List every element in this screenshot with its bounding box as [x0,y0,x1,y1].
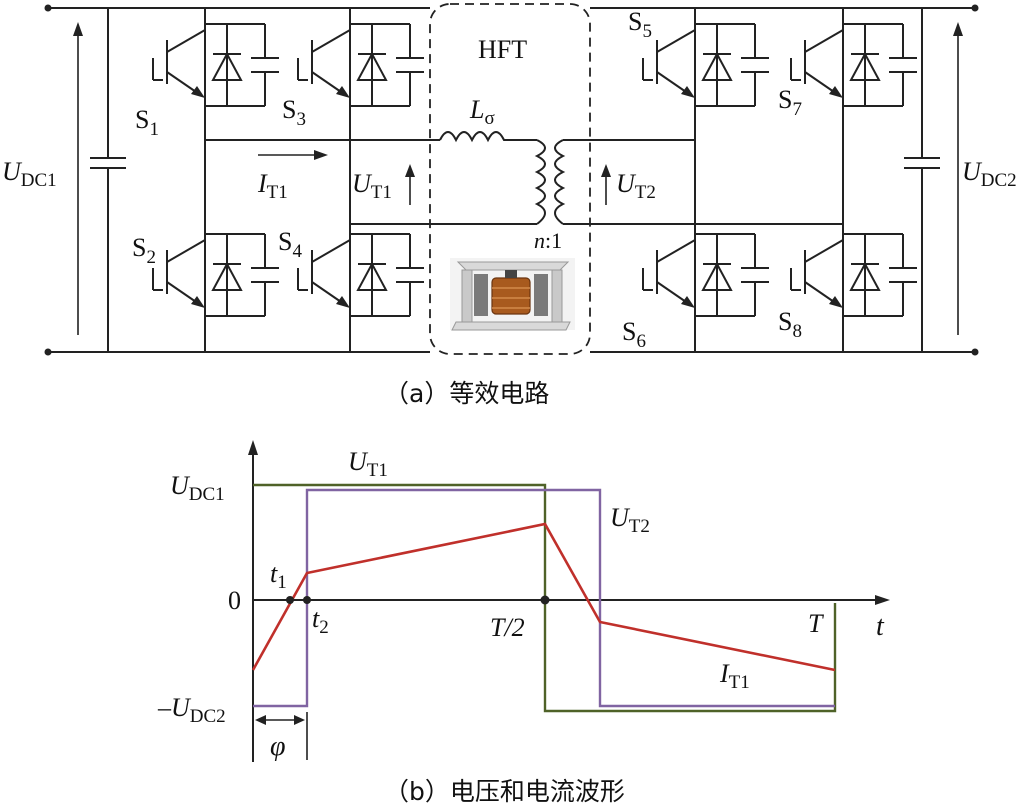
it1-wave-label: IT1 [719,659,750,693]
phi-bracket [252,712,308,760]
ut1-label: UT1 [352,169,392,203]
igbt-switch-2 [152,233,279,317]
igbt-switch-3 [297,23,424,107]
leakage-inductor [439,131,513,143]
half-period-label: T/2 [490,613,525,642]
igbt-switch-6 [642,233,769,317]
igbt-switch-1 [152,23,279,107]
transformer-photo [450,258,575,331]
t-axis-label: t [876,611,885,642]
ut2-waveform [253,488,835,708]
ut1-arrow [405,164,415,205]
terminal-dot [44,4,52,12]
terminal-dot [971,348,979,356]
dc-capacitor-left [90,8,126,352]
ut2-wave-label: UT2 [610,503,650,537]
switch-label-8: S8 [778,307,802,342]
switch-label-6: S6 [622,317,646,352]
current-arrow [258,150,328,160]
it1-label: IT1 [257,169,288,203]
udc1-label: UDC1 [2,157,57,191]
terminal-dot [44,348,52,356]
t2-label: t2 [312,604,329,638]
terminal-dot [971,4,979,12]
ut2-label: UT2 [616,169,656,203]
y-axis-arrow [248,440,258,455]
igbt-switch-4 [297,233,424,317]
ut2-arrow [601,164,611,205]
t-axis-arrow [875,595,890,605]
t2-point [303,596,311,604]
waveform-plot: UDC1 0 –UDC2 t t1 t2 T/2 T φ UT1 UT2 IT1… [157,440,890,806]
igbt-switch-7 [790,23,917,107]
ut1-wave-label: UT1 [348,447,388,481]
hft-box [429,3,591,355]
caption-b: （b）电压和电流波形 [384,777,625,806]
switch-label-2: S2 [132,233,156,268]
y-pos-label: UDC1 [170,471,225,505]
switch-group [152,23,917,317]
secondary-winding [554,139,566,225]
udc1-arrow [73,22,83,335]
switch-label-3: S3 [282,95,306,130]
half-period-point [540,595,550,605]
primary-winding [534,139,546,225]
switch-label-1: S1 [135,105,159,140]
igbt-switch-5 [642,23,769,107]
switch-label-4: S4 [278,227,302,262]
t1-point [286,596,294,604]
igbt-switch-8 [790,233,917,317]
period-label: T [808,609,824,638]
dc-capacitor-right [904,8,940,352]
leakage-label: Lσ [469,95,495,129]
phi-label: φ [270,731,286,762]
udc2-arrow [953,22,963,335]
caption-a: （a）等效电路 [384,379,549,408]
turns-ratio-label: n:1 [534,228,562,253]
udc2-label: UDC2 [962,157,1017,191]
circuit-diagram: HFT [2,3,1017,408]
hft-label: HFT [478,35,527,64]
switch-label-7: S7 [778,85,802,120]
y-neg-label: –UDC2 [157,693,226,727]
y-zero-label: 0 [228,586,241,615]
switch-label-5: S5 [628,7,652,42]
ut1-waveform [253,483,837,713]
it1-waveform [251,522,836,672]
t1-label: t1 [270,559,287,593]
